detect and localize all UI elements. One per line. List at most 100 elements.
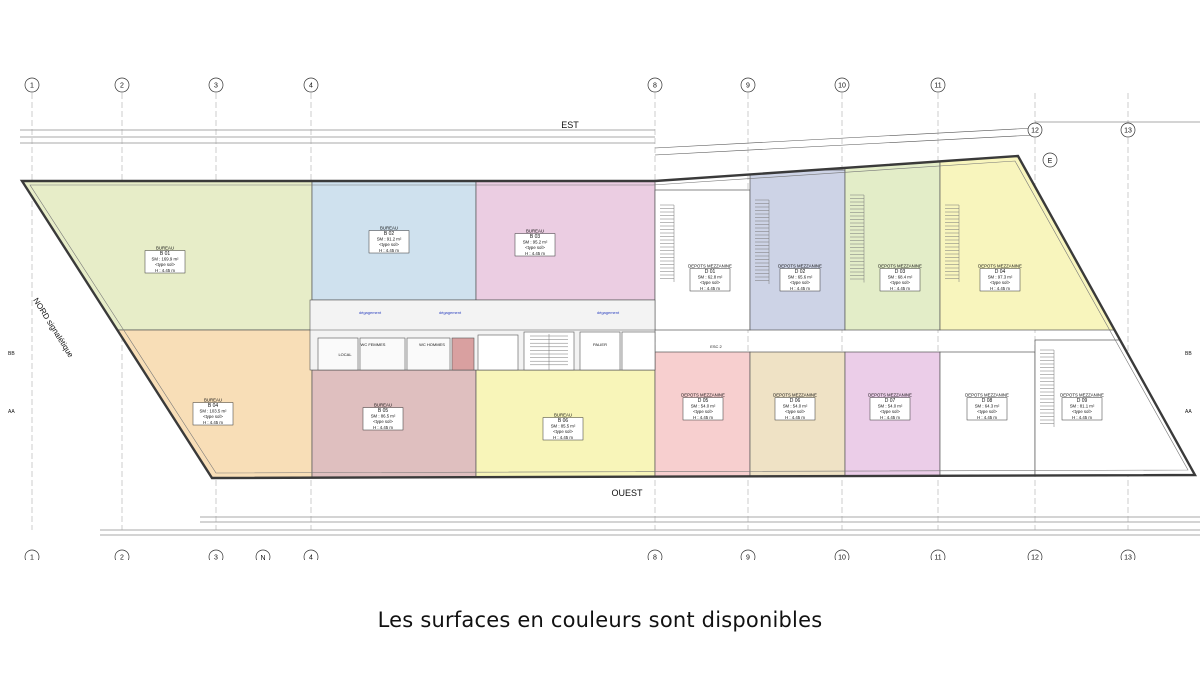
svg-text:11: 11 [934, 83, 941, 90]
room-tag-box [144, 250, 186, 274]
room-fill-b-03 [475, 180, 656, 301]
grid-bubble-top-13: 13 [1120, 122, 1136, 138]
room-area: SM : 85.5 m² [551, 424, 576, 429]
room-area: SM : 62.8 m² [698, 275, 723, 280]
room-height: H : 4.45 m [379, 248, 399, 253]
room-floor-type: <type sol> [525, 245, 545, 250]
room-fill-d-09 [1034, 339, 1195, 478]
room-id: B 01 [160, 251, 171, 257]
room-floor-type: <type sol> [880, 409, 900, 414]
room-tag-box [192, 402, 234, 426]
room-area: SM : 86.5 m² [371, 414, 396, 419]
room-area: SM : 95.2 m² [523, 240, 548, 245]
room-height: H : 4.45 m [990, 286, 1010, 291]
room-fill-d-03 [844, 159, 941, 331]
room-height: H : 4.45 m [880, 415, 900, 420]
svg-text:1: 1 [30, 83, 34, 90]
svg-text:9: 9 [746, 83, 750, 90]
room-type: BUREAU [204, 397, 222, 402]
floor-plan: WC FEMMES WC HOMMES LOCAL PALIER ESC 2 d… [8, 77, 1200, 561]
grid-bubble-top-3: 3 [208, 77, 224, 93]
side-marker-aa-right: AA [1185, 409, 1192, 415]
degagement-label-3: dégagement [597, 310, 620, 315]
central-core [309, 299, 656, 371]
room-height: H : 4.45 m [890, 286, 910, 291]
room-id: D 08 [982, 398, 993, 404]
room-tag-box [869, 397, 911, 421]
wc-hommes-label: WC HOMMES [419, 342, 445, 347]
wc-femmes-label: WC FEMMES [361, 342, 386, 347]
room-floor-type: <type sol> [203, 414, 223, 419]
core-labels: WC FEMMES WC HOMMES LOCAL PALIER ESC 2 d… [338, 310, 722, 357]
room-floor-type: <type sol> [990, 280, 1010, 285]
palier-label: PALIER [593, 342, 607, 347]
room-tag-box [979, 268, 1021, 292]
top-dimension-lines [20, 121, 1200, 156]
building-outline [19, 154, 1198, 480]
side-marker-bb-right: BB [1185, 351, 1192, 357]
svg-text:4: 4 [309, 83, 313, 90]
room-tag-box [1061, 397, 1103, 421]
room-id: B 03 [530, 234, 541, 240]
svg-text:E: E [1048, 158, 1053, 165]
room-height: H : 4.45 m [155, 268, 175, 273]
room-id: B 06 [558, 418, 569, 424]
room-tag-box [774, 397, 816, 421]
grid-bubble-bottom-2: 2 [114, 549, 130, 561]
grid-bubble-bottom-3: 3 [208, 549, 224, 560]
side-marker-bb-left: BB [8, 351, 15, 357]
svg-text:9: 9 [746, 555, 750, 561]
room-floor-type: <type sol> [1072, 409, 1092, 414]
svg-text:N: N [260, 555, 265, 560]
room-type: DEPOTS MEZZANINE [773, 392, 817, 397]
local-label: LOCAL [338, 352, 352, 357]
grid-bubble-top-11: 11 [930, 77, 946, 93]
room-height: H : 4.45 m [203, 420, 223, 425]
room-height: H : 4.45 m [790, 286, 810, 291]
room-type: BUREAU [380, 225, 398, 230]
room-id: D 03 [895, 269, 906, 275]
room-id: B 05 [378, 408, 389, 414]
north-label: NORD signalétique [31, 296, 75, 359]
room-height: H : 4.45 m [1072, 415, 1092, 420]
svg-text:10: 10 [838, 83, 846, 90]
mezzanine-stairs [660, 194, 1055, 427]
east-marker: E [1042, 152, 1058, 168]
degagement-label-1: dégagement [359, 310, 382, 315]
room-tag-box [879, 268, 921, 292]
room-id: B 04 [208, 403, 219, 409]
room-area: SM : 91.2 m² [377, 237, 402, 242]
room-fill-d-04 [939, 156, 1195, 331]
esc-label: ESC 2 [710, 344, 722, 349]
room-id: D 02 [795, 269, 806, 275]
west-label: OUEST [611, 488, 643, 498]
room-tag-box [542, 417, 584, 441]
room-floor-type: <type sol> [977, 409, 997, 414]
grid-bubble-bottom-4: 4 [303, 549, 319, 560]
room-tag-box [362, 407, 404, 431]
svg-text:2: 2 [120, 555, 124, 561]
room-id: D 09 [1077, 398, 1088, 404]
room-type: DEPOTS MEZZANINE [965, 392, 1009, 397]
grid-bubble-top-12: 12 [1027, 122, 1043, 138]
room-area: SM : 81.1 m² [1070, 404, 1095, 409]
room-fill-b-04 [22, 329, 313, 478]
grid-bubble-top-10: 10 [834, 77, 850, 93]
room-floor-type: <type sol> [373, 419, 393, 424]
room-height: H : 4.45 m [525, 251, 545, 256]
room-tag-box [779, 268, 821, 292]
grid-bubble-top-2: 2 [114, 77, 130, 93]
